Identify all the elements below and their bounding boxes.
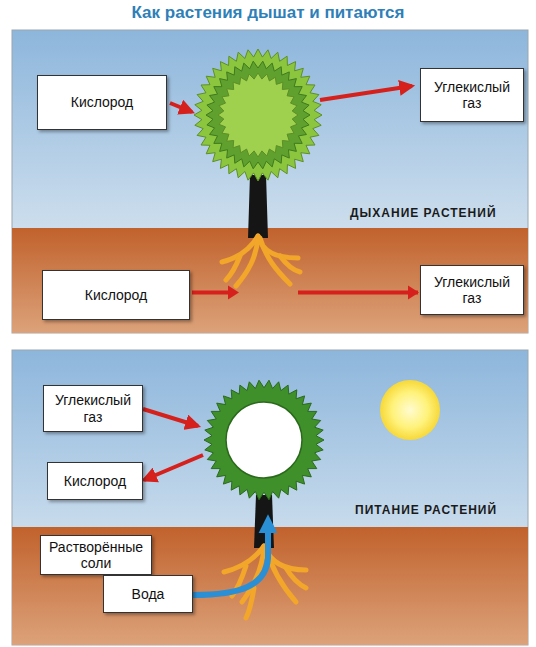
arrow-head	[228, 286, 239, 300]
label-box: Растворённые соли	[40, 535, 152, 575]
diagram-panel: ПИТАНИЕ РАСТЕНИЙ Углекислый газКислородРа…	[12, 350, 528, 645]
label-box: Углекислый газ	[420, 265, 524, 315]
label-box: Кислород	[37, 75, 167, 130]
box-label: Кислород	[85, 287, 148, 303]
sky-ground	[12, 350, 528, 645]
diagram-panel: ДЫХАНИЕ РАСТЕНИЙКислородУглекислый газКи…	[12, 30, 528, 333]
label-box: Кислород	[42, 270, 190, 320]
box-label: Растворённые соли	[47, 539, 145, 571]
sky-ground	[12, 30, 528, 333]
crown-hollow	[226, 402, 302, 478]
label-box: Вода	[103, 575, 193, 613]
roots	[222, 236, 300, 286]
label-box: Углекислый газ	[43, 385, 143, 432]
water-arrow	[193, 520, 268, 595]
arrow-head	[408, 286, 419, 300]
soil-ground	[12, 228, 528, 333]
box-label: Углекислый газ	[427, 79, 517, 111]
label-box: Кислород	[47, 462, 143, 500]
box-label: Кислород	[64, 473, 127, 489]
sun	[380, 380, 440, 440]
diagram-title: Как растения дышат и питаются	[0, 3, 536, 23]
label-box: Углекислый газ	[420, 68, 524, 122]
tree-crown	[194, 49, 324, 500]
flow-line	[192, 291, 418, 295]
box-label: Вода	[132, 586, 165, 602]
crown-layer	[204, 380, 324, 500]
box-label: Углекислый газ	[427, 274, 517, 306]
box-label: Углекислый газ	[50, 392, 136, 424]
tree-trunk	[248, 175, 268, 238]
panel-heading: ПИТАНИЕ РАСТЕНИЙ	[355, 503, 497, 517]
crown-layer	[194, 49, 322, 181]
panel-heading: ДЫХАНИЕ РАСТЕНИЙ	[350, 206, 497, 220]
box-label: Кислород	[71, 94, 134, 110]
flow-arrow	[192, 286, 419, 300]
crown-layer	[218, 73, 298, 157]
crown-layer	[206, 61, 310, 169]
